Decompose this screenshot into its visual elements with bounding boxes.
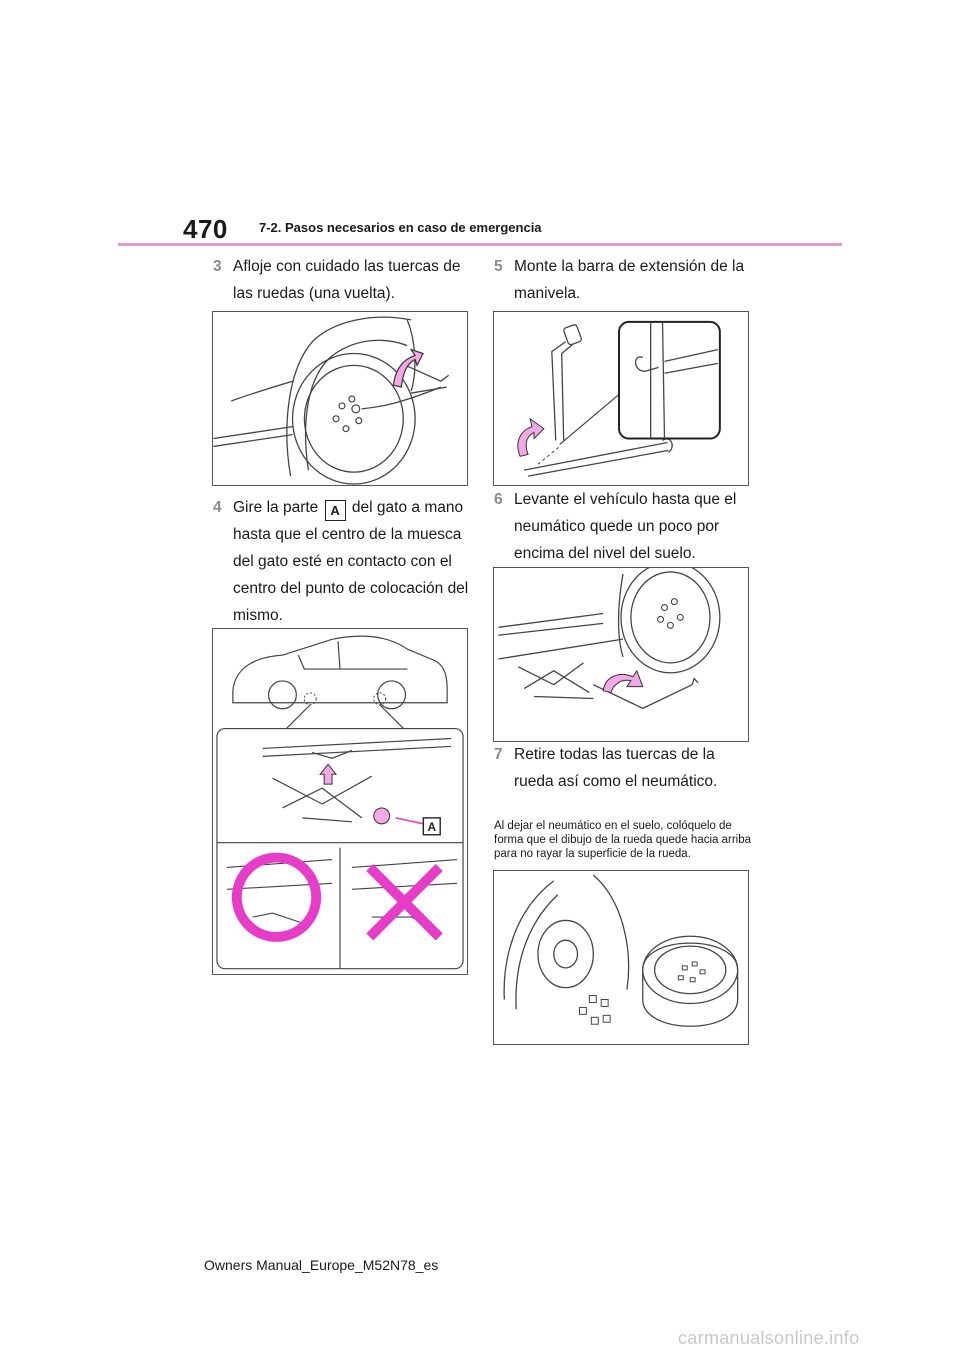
rotate-arrow-icon	[373, 807, 391, 825]
jack-position-illustration: A	[216, 635, 464, 970]
footer-manual-id: Owners Manual_Europe_M52N78_es	[204, 1257, 439, 1273]
step-5: 5 Monte la barra de extensión de la mani…	[494, 253, 754, 307]
step-text: Retire todas las tuercas de la rueda así…	[514, 746, 718, 790]
loosen-nuts-illustration	[213, 316, 450, 485]
header-rule	[118, 243, 842, 246]
step-6: 6 Levante el vehículo hasta que el neumá…	[494, 486, 756, 567]
step-number: 5	[494, 258, 503, 275]
lift-vehicle-illustration	[498, 568, 721, 709]
step-text: Levante el vehículo hasta que el neumáti…	[514, 491, 737, 562]
rotate-arrow-icon	[517, 417, 545, 457]
label-a-box	[422, 817, 441, 836]
step-7: 7 Retire todas las tuercas de la rueda a…	[494, 741, 756, 795]
figure-jack-position: A	[212, 628, 468, 975]
incorrect-cross-icon	[366, 863, 443, 941]
correct-circle-icon	[231, 852, 322, 942]
step-number: 4	[213, 499, 222, 516]
up-arrow-icon	[319, 763, 338, 785]
tire-placement-note: Al dejar el neumático en el suelo, colóq…	[494, 820, 752, 860]
step-number: 3	[213, 258, 222, 275]
step-text: Monte la barra de extensión de la manive…	[514, 258, 745, 302]
step-text-part: del gato a mano hasta que el centro de l…	[233, 499, 469, 624]
step-text: Afloje con cuidado las tuercas de las ru…	[233, 258, 461, 302]
label-a-badge: A	[324, 500, 346, 521]
section-title: 7-2. Pasos necesarios en caso de emergen…	[259, 220, 542, 235]
watermark: carmanualsonline.info	[678, 1328, 860, 1348]
page-number: 470	[183, 214, 228, 244]
step-3: 3 Afloje con cuidado las tuercas de las …	[213, 253, 473, 307]
figure-extension-bar	[493, 311, 749, 486]
step-number: 7	[494, 746, 503, 763]
figure-remove-tire	[493, 870, 749, 1045]
step-text: Gire la parte A del gato a mano hasta qu…	[213, 494, 475, 629]
rotate-arrow-icon	[602, 669, 644, 694]
figure-loosen-nuts	[212, 311, 468, 486]
figure-lift-vehicle	[493, 567, 749, 742]
remove-tire-illustration	[503, 874, 739, 1027]
step-4: 4 Gire la parte A del gato a mano hasta …	[213, 494, 475, 629]
step-text-part: Gire la parte	[233, 499, 319, 516]
extension-bar-illustration	[517, 320, 721, 477]
label-a: A	[427, 820, 436, 834]
step-number: 6	[494, 491, 503, 508]
rotate-arrow-icon	[392, 348, 424, 388]
